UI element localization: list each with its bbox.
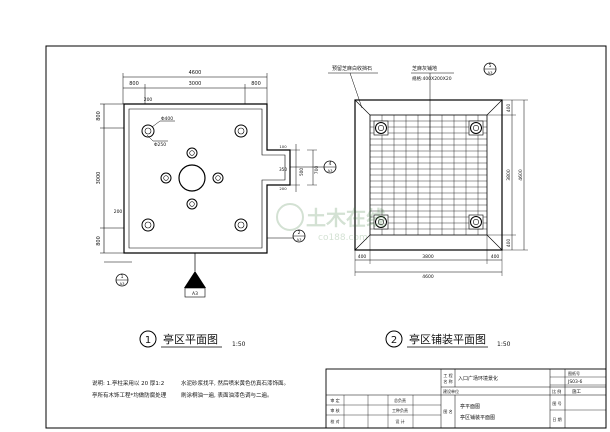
dim-left-part-2: 3000 <box>96 172 102 185</box>
dim-protrusion-b: 350 <box>279 167 287 172</box>
svg-text:图 号: 图 号 <box>552 400 561 406</box>
caption-plan-1: 1 亭区平面图 1:50 <box>139 330 246 348</box>
entrance-marker: A3 <box>184 253 206 298</box>
dim-protrusion-a: 100 <box>279 144 287 149</box>
design-notes: 说明: 1.亭柱采用以 20 厚1:2 水泥砂浆找平, 然后喷米黄色仿真石漆饰面… <box>92 379 289 399</box>
svg-text:设 计: 设 计 <box>395 418 404 424</box>
section-tag-2: 2 A3 <box>267 229 306 243</box>
paving-column-tl <box>373 120 389 136</box>
column-br <box>234 218 248 232</box>
title-block <box>325 368 607 429</box>
dim-top-part-3: 800 <box>251 81 261 87</box>
paving-column-br <box>468 214 484 230</box>
dim-bottom-part-1: 400 <box>358 254 367 260</box>
dim-left-part-1: 800 <box>96 111 102 121</box>
drawing-number: JS03-6 <box>567 379 583 385</box>
svg-text:工 程: 工 程 <box>443 372 452 378</box>
svg-text:5: 5 <box>489 63 492 69</box>
caption-plan-1-title: 亭区平面图 <box>163 332 218 346</box>
dim-top-part-1: 800 <box>129 81 139 87</box>
paving-outer <box>354 99 503 251</box>
dim-bottom-total: 4600 <box>422 274 434 280</box>
note-line-1: 说明: 1.亭柱采用以 20 厚1:2 <box>92 379 164 387</box>
dim-200-a: 200 <box>114 209 123 215</box>
stool-right <box>212 172 224 184</box>
drawing-title-2: 亭区铺装平面图 <box>460 414 495 421</box>
dim-right-700: 700 <box>314 166 320 175</box>
note-line-2b: 刷涂桐油一遍, 表面油漆色调与二遍。 <box>181 391 273 399</box>
paving-column-tr <box>468 120 484 136</box>
paving-column-bl <box>373 214 389 230</box>
svg-text:建设单位: 建设单位 <box>443 388 459 394</box>
dim-bottom-part-2: 3800 <box>422 254 434 260</box>
svg-text:校 对: 校 对 <box>330 418 339 424</box>
svg-text:图纸号: 图纸号 <box>568 370 580 376</box>
annot-diameter-250: Φ250 <box>154 142 166 148</box>
svg-text:A3: A3 <box>487 70 493 75</box>
watermark: 土木在线 co188.com <box>276 203 386 243</box>
svg-text:日 期: 日 期 <box>552 416 561 422</box>
dim-bottom-part-3: 400 <box>491 254 500 260</box>
leader-paving-material: 芝麻灰铺地 <box>412 65 437 72</box>
caption-plan-2-scale: 1:50 <box>497 341 511 348</box>
svg-text:审 核: 审 核 <box>330 407 339 413</box>
column-tl <box>141 124 155 138</box>
svg-text:工种负责: 工种负责 <box>392 407 408 413</box>
column-tr <box>234 124 248 138</box>
dim-top-part-2: 3000 <box>189 81 202 87</box>
svg-text:1: 1 <box>145 335 151 346</box>
caption-plan-1-scale: 1:50 <box>232 341 246 348</box>
section-tag-1: 1 A3 <box>104 261 132 287</box>
dim-200-b: 200 <box>144 97 153 103</box>
dim-right-part-2: 3800 <box>506 169 512 181</box>
paving-grid <box>370 115 487 235</box>
annot-diameter-400: Φ400 <box>161 116 173 122</box>
svg-text:A3: A3 <box>296 237 302 242</box>
caption-plan-2: 2 亭区铺装平面图 1:50 <box>385 330 511 348</box>
caption-plan-2-title: 亭区铺装平面图 <box>409 332 486 346</box>
stool-left <box>160 172 172 184</box>
svg-text:施工: 施工 <box>572 388 581 395</box>
svg-text:A3: A3 <box>192 291 198 297</box>
svg-text:图 名: 图 名 <box>443 408 452 414</box>
svg-text:1: 1 <box>121 274 124 280</box>
section-tag-4: 4 A3 <box>290 160 337 174</box>
stool-bottom <box>186 198 198 210</box>
stool-top <box>186 147 198 159</box>
dim-protrusion-c: 200 <box>279 186 287 191</box>
svg-text:2: 2 <box>391 335 397 346</box>
leader-paving-spec: 规格:400X200X20 <box>412 75 452 82</box>
dim-protrusion-d: 500 <box>299 168 304 176</box>
svg-text:4: 4 <box>329 161 332 167</box>
section-tag-5: 5 A3 <box>483 62 497 76</box>
watermark-brand: 土木在线 <box>306 206 386 230</box>
svg-text:A3: A3 <box>327 168 333 173</box>
dim-right-total: 4600 <box>518 169 524 181</box>
pavilion-plan: 4600 800 3000 800 800 3000 800 200 200 <box>96 70 337 348</box>
svg-text:审 定: 审 定 <box>330 397 339 403</box>
project-name: 入口广场环境景化 <box>458 375 498 382</box>
paving-plan: 预留芝麻白收挡石 芝麻灰铺地 规格:400X200X20 5 A3 400 38… <box>328 62 528 348</box>
dim-left-part-3: 800 <box>96 236 102 246</box>
column-bl <box>141 218 155 232</box>
note-line-1b: 水泥砂浆找平, 然后喷米黄色仿真石漆饰面。 <box>181 379 289 387</box>
dim-top-total: 4600 <box>189 70 202 76</box>
title-block-text: 工 程 名 称 入口广场环境景化 建设单位 图纸号 JS03-6 比 例 施工 … <box>330 370 582 424</box>
drawing-title-1: 亭平面图 <box>460 403 480 410</box>
dim-right-part-3: 400 <box>506 239 512 248</box>
leader-edge-stone: 预留芝麻白收挡石 <box>332 65 372 72</box>
svg-text:A3: A3 <box>119 281 125 286</box>
dim-right-part-1: 400 <box>506 104 512 113</box>
svg-text:名 称: 名 称 <box>443 378 452 384</box>
center-table <box>178 164 206 192</box>
svg-text:比 例: 比 例 <box>552 388 561 394</box>
svg-text:2: 2 <box>298 230 301 236</box>
svg-text:总负责: 总负责 <box>394 397 406 403</box>
note-line-2: 亭所有木饰工程*均做防腐处理 <box>92 391 167 399</box>
watermark-url: co188.com <box>318 233 368 243</box>
